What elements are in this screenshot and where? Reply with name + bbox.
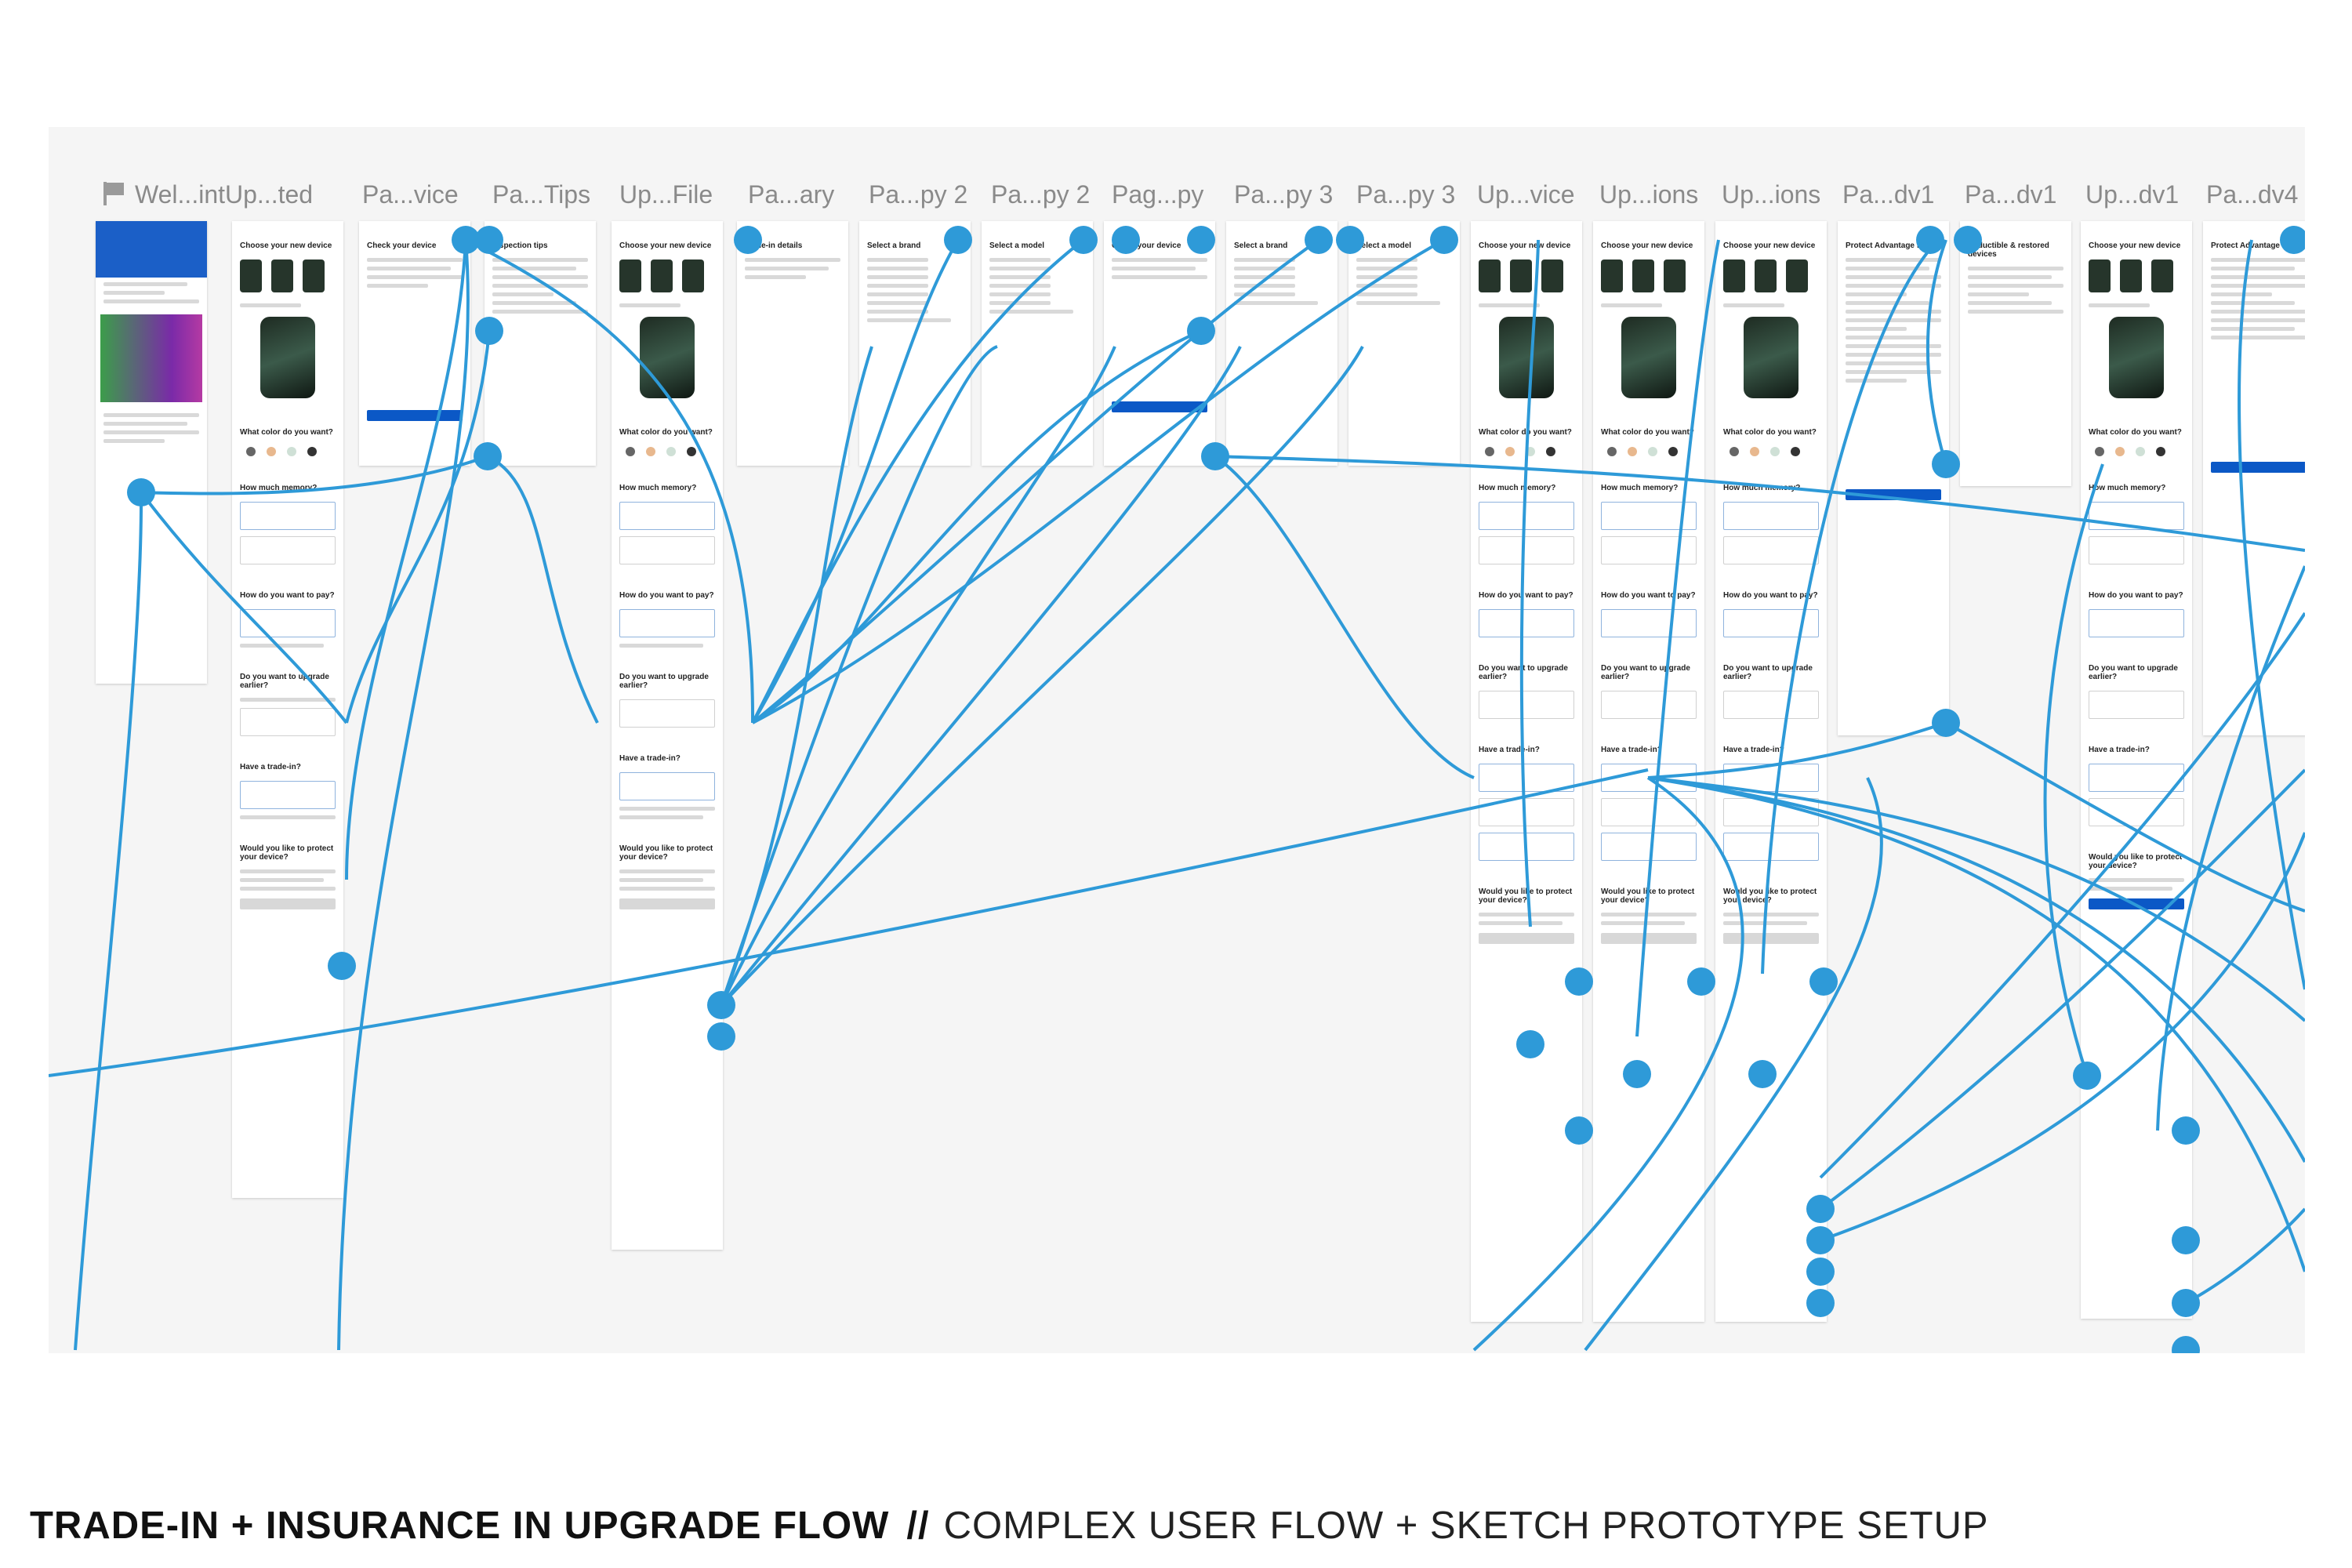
screen-select-brand[interactable]: Select a brand bbox=[859, 221, 971, 466]
flow-link bbox=[751, 238, 960, 724]
artboard-label[interactable]: Up...File bbox=[619, 180, 713, 209]
artboard-label[interactable]: Pa...Tips bbox=[492, 180, 591, 209]
flow-link bbox=[1761, 238, 1940, 975]
flow-link bbox=[1820, 832, 2305, 1242]
caption-separator: // bbox=[906, 1504, 930, 1547]
continue-button[interactable] bbox=[1846, 489, 1941, 500]
flow-link bbox=[720, 346, 1242, 1007]
flow-link bbox=[720, 345, 998, 1006]
caption-title: TRADE-IN + INSURANCE IN UPGRADE FLOW bbox=[30, 1504, 890, 1547]
flow-link bbox=[752, 238, 1445, 724]
flow-link bbox=[74, 492, 143, 1351]
flow-link bbox=[720, 346, 873, 1006]
artboard-label[interactable]: Pa...dv1 bbox=[1842, 180, 1935, 209]
flow-link bbox=[140, 455, 488, 495]
next-button[interactable] bbox=[240, 898, 336, 909]
artboard-label[interactable]: Pa...py 3 bbox=[1356, 180, 1456, 209]
flow-link bbox=[1647, 776, 2305, 1163]
memory-option[interactable] bbox=[240, 502, 336, 530]
artboard-label[interactable]: Pa...vice bbox=[362, 180, 459, 209]
phone-image bbox=[260, 317, 315, 398]
flow-link bbox=[2185, 1207, 2305, 1305]
next-button[interactable] bbox=[619, 898, 715, 909]
prototype-canvas: Wel...intUp...ted Pa...vice Pa...Tips Up… bbox=[49, 127, 2305, 1353]
screen-select-brand-3[interactable]: Select a brand bbox=[1226, 221, 1338, 466]
artboard-label[interactable]: Up...ions bbox=[1722, 180, 1821, 209]
caption: TRADE-IN + INSURANCE IN UPGRADE FLOW // CO… bbox=[30, 1504, 1989, 1548]
flow-link bbox=[1926, 239, 1947, 465]
flow-link bbox=[337, 239, 470, 1351]
flow-link bbox=[2043, 463, 2104, 1076]
flow-link bbox=[751, 238, 1085, 724]
artboard-label[interactable]: Pa...dv4 bbox=[2206, 180, 2299, 209]
flow-link bbox=[1647, 776, 2305, 1022]
artboard-label[interactable]: Up...dv1 bbox=[2085, 180, 2180, 209]
artboard-label[interactable]: Up...ions bbox=[1599, 180, 1699, 209]
artboard-label[interactable]: Up...vice bbox=[1477, 180, 1575, 209]
next-button[interactable] bbox=[1479, 933, 1574, 944]
flag-icon bbox=[103, 182, 124, 205]
flow-link bbox=[1647, 721, 1947, 779]
screen-title: Choose your new device bbox=[240, 241, 332, 250]
flow-link bbox=[345, 330, 491, 724]
flow-link bbox=[2156, 565, 2305, 1131]
caption-subtitle: COMPLEX USER FLOW + SKETCH PROTOTYPE SET… bbox=[943, 1504, 1989, 1547]
flow-link bbox=[1584, 777, 1883, 1352]
artboard-label-welcome[interactable]: Wel...intUp...ted bbox=[103, 180, 313, 209]
flow-link bbox=[1819, 612, 2305, 1179]
flow-link bbox=[1519, 239, 1540, 927]
screen-inspection-tips[interactable]: Inspection tips bbox=[485, 221, 596, 466]
flow-link bbox=[487, 455, 599, 724]
screen-welcome[interactable] bbox=[96, 221, 207, 684]
flow-link bbox=[751, 329, 1202, 724]
continue-button[interactable] bbox=[2211, 462, 2305, 473]
screen-trade-in-summary[interactable]: Trade-in details bbox=[737, 221, 848, 466]
screen-upgrade-options[interactable]: Choose your new device What color do you… bbox=[1593, 221, 1704, 1322]
promo-banner[interactable] bbox=[100, 314, 202, 402]
home-header bbox=[96, 221, 207, 278]
flow-link bbox=[345, 239, 467, 880]
flow-link bbox=[140, 491, 348, 724]
screen-select-model[interactable]: Select a model bbox=[982, 221, 1093, 466]
flow-link bbox=[720, 346, 1116, 1006]
trade-in-option[interactable] bbox=[240, 781, 336, 809]
artboard-label[interactable]: Pa...py 2 bbox=[869, 180, 968, 209]
flow-link bbox=[1635, 239, 1720, 1037]
flow-link bbox=[1214, 455, 2305, 552]
next-button[interactable] bbox=[1601, 933, 1697, 944]
screen-deductible[interactable]: Deductible & restored devices bbox=[1960, 221, 2071, 486]
artboard-label[interactable]: Pa...ary bbox=[748, 180, 835, 209]
next-button[interactable] bbox=[1723, 933, 1819, 944]
flow-link bbox=[465, 238, 755, 724]
flow-link bbox=[49, 768, 1649, 1077]
artboard-label[interactable]: Pa...py 3 bbox=[1234, 180, 1334, 209]
continue-button[interactable] bbox=[1112, 401, 1207, 412]
flow-link bbox=[1819, 768, 2305, 1210]
payment-option[interactable] bbox=[240, 609, 336, 637]
artboard-label[interactable]: Pag...py bbox=[1112, 180, 1204, 209]
flow-link bbox=[1945, 721, 2305, 913]
artboard-label[interactable]: Pa...dv1 bbox=[1965, 180, 2057, 209]
flow-link bbox=[2238, 239, 2305, 990]
prototype-links bbox=[49, 226, 2305, 1353]
flow-link bbox=[1214, 455, 1475, 779]
screen-upgrade-device-b[interactable]: Choose your new device What color do you… bbox=[1471, 221, 1582, 1322]
artboard-label[interactable]: Pa...py 2 bbox=[991, 180, 1091, 209]
flow-link bbox=[720, 346, 1364, 1007]
flow-link bbox=[1472, 776, 1744, 1352]
flow-link bbox=[1647, 776, 2305, 1272]
screen-check-device[interactable]: Check your device bbox=[359, 221, 470, 466]
